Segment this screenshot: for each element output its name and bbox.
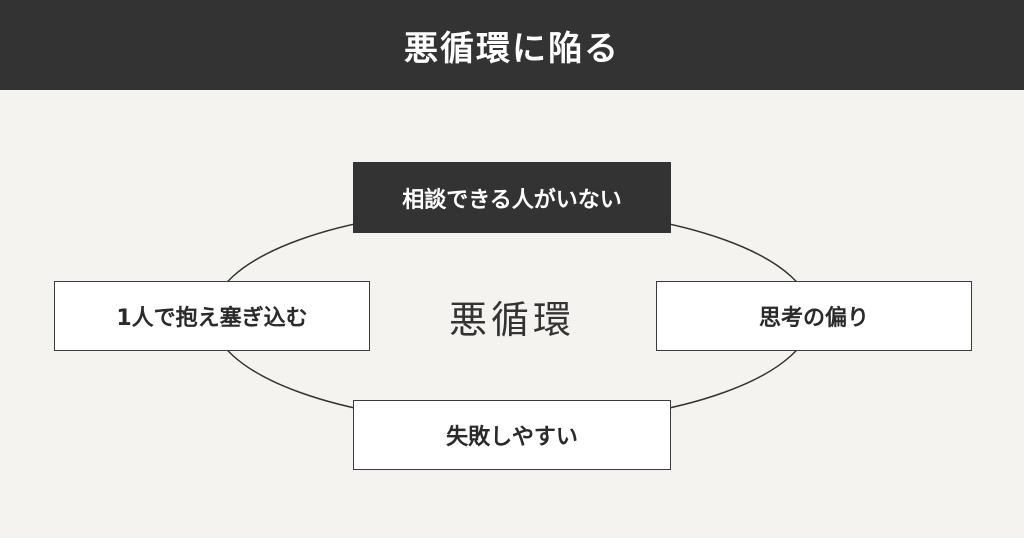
page-title: 悪循環に陥る xyxy=(404,28,620,69)
node-no-one-to-consult: 相談できる人がいない xyxy=(353,162,671,233)
header-bar: 悪循環に陥る xyxy=(0,0,1024,90)
node-biased-thinking: 思考の偏り xyxy=(656,281,972,351)
node-prone-to-failure: 失敗しやすい xyxy=(353,400,671,470)
node-keep-to-oneself: 1人で抱え塞ぎ込む xyxy=(54,281,370,351)
cycle-center-label: 悪循環 xyxy=(448,297,575,342)
